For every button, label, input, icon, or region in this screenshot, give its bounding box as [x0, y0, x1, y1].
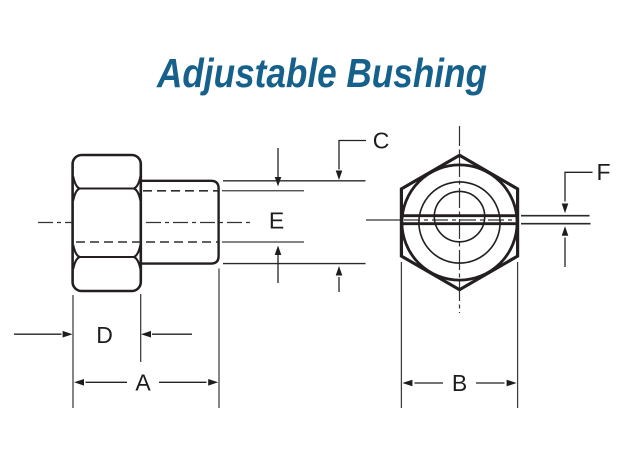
bore-extension-lines	[222, 190, 304, 243]
body-extension-lines	[223, 180, 366, 265]
hex-face-lines	[72, 176, 142, 270]
bushing-body-outline	[141, 179, 220, 265]
drawing-title: Adjustable Bushing	[156, 50, 487, 96]
dim-c-arrowhead-top	[335, 170, 343, 180]
side-extension-lines	[72, 268, 220, 408]
dim-c-arrowhead-bottom	[335, 266, 343, 276]
dim-b-arrowhead-right	[506, 379, 517, 387]
dim-b-label: B	[452, 370, 467, 396]
dim-c-leader	[338, 139, 366, 170]
hex-head-outline	[71, 153, 143, 293]
dim-f-arrowhead-top	[561, 203, 569, 214]
slot-lines	[401, 214, 518, 226]
dim-d-arrowhead-left	[62, 330, 73, 338]
dim-d-label: D	[96, 322, 113, 348]
front-hexagon-outline	[399, 153, 520, 292]
front-view: F B	[366, 126, 611, 408]
dim-a-arrowhead-right	[208, 379, 219, 386]
hidden-bore-lines	[76, 190, 218, 243]
dim-e-arrowhead-top	[274, 177, 282, 187]
dim-a-arrowhead-left	[74, 379, 84, 386]
side-view: E C D A	[14, 128, 390, 408]
dim-c-label: C	[373, 128, 390, 154]
dim-d-arrowhead-right	[141, 330, 151, 338]
dim-b-arrowhead-left	[402, 379, 413, 387]
slot-extension-lines	[521, 214, 591, 225]
dim-e-arrowhead-bottom	[274, 245, 282, 255]
dim-f-label: F	[596, 159, 610, 185]
dim-a-label: A	[135, 370, 151, 396]
b-extension-lines	[400, 262, 519, 408]
dim-f-leader	[564, 171, 593, 202]
dim-e-label: E	[269, 208, 284, 234]
dim-f-arrowhead-bottom	[561, 226, 569, 236]
